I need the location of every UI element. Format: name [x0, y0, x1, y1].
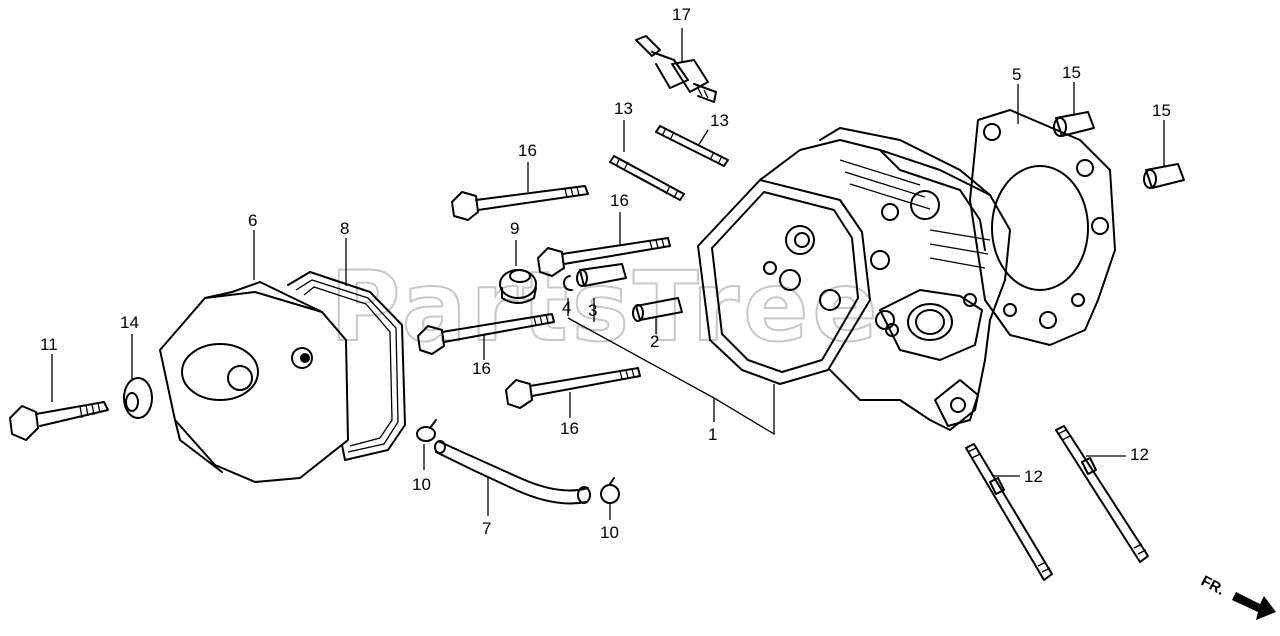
callout-3: 3: [588, 301, 597, 320]
callout-labels: 17 13 13 16 16 9 4 3 2 16 16 1 6 8 14 11…: [40, 5, 1171, 542]
stud-bolt-12-a[interactable]: [965, 443, 1053, 581]
direction-label: FR.: [1198, 573, 1227, 599]
callout-7: 7: [482, 519, 491, 538]
dowel-pin-15-a[interactable]: [1053, 111, 1095, 137]
callout-16-top: 16: [518, 141, 537, 160]
callout-15-left: 15: [1062, 63, 1081, 82]
callout-1: 1: [708, 425, 717, 444]
breather-tube-part[interactable]: [434, 440, 591, 505]
callout-8: 8: [340, 219, 349, 238]
clip-part[interactable]: [562, 275, 573, 292]
callout-12-left: 12: [1024, 467, 1043, 486]
callout-13-left: 13: [614, 99, 633, 118]
callout-11: 11: [40, 335, 58, 354]
callout-10-left: 10: [412, 475, 431, 494]
dowel-pin-3-part[interactable]: [576, 263, 627, 287]
stud-bolt-13-a[interactable]: [609, 155, 685, 201]
callout-10-right: 10: [600, 523, 619, 542]
callout-16-middle: 16: [472, 359, 491, 378]
front-arrow-icon: [1232, 592, 1276, 620]
flange-bolt-16-c[interactable]: [417, 313, 555, 355]
cover-packing-part[interactable]: [287, 271, 406, 461]
flange-bolt-16-d[interactable]: [505, 367, 641, 409]
valve-stem-seal-part[interactable]: [499, 269, 537, 304]
callout-2: 2: [650, 332, 659, 351]
callout-6: 6: [248, 211, 257, 230]
flange-bolt-part[interactable]: [9, 401, 109, 441]
washer-part[interactable]: [123, 377, 153, 419]
dowel-pin-15-b[interactable]: [1143, 163, 1185, 189]
callout-15-right: 15: [1152, 101, 1171, 120]
head-gasket-part[interactable]: [969, 109, 1116, 346]
front-direction-indicator: FR.: [1198, 573, 1276, 620]
callout-16-lower: 16: [560, 419, 579, 438]
head-cover-part[interactable]: [159, 281, 349, 483]
callout-16-upper: 16: [610, 191, 629, 210]
stud-bolt-13-b[interactable]: [655, 125, 729, 167]
callout-14: 14: [120, 313, 139, 332]
flange-bolt-16-a[interactable]: [451, 185, 589, 221]
callout-5: 5: [1012, 65, 1021, 84]
leader-lines: [51, 28, 1165, 520]
cylinder-head-part[interactable]: [697, 127, 1011, 431]
callout-17: 17: [672, 5, 691, 24]
callout-13-right: 13: [710, 111, 729, 130]
stud-bolt-12-b[interactable]: [1055, 425, 1149, 563]
flange-bolt-16-b[interactable]: [537, 237, 671, 277]
callout-9: 9: [510, 219, 519, 238]
callout-4: 4: [562, 298, 571, 317]
spark-plug-part[interactable]: [635, 35, 717, 103]
tube-clip-left-part[interactable]: [416, 419, 437, 442]
watermark: PartsTree: [330, 251, 881, 363]
tube-clip-right-part[interactable]: [600, 477, 620, 504]
callout-12-right: 12: [1130, 445, 1149, 464]
dowel-pin-2-part[interactable]: [632, 297, 683, 322]
